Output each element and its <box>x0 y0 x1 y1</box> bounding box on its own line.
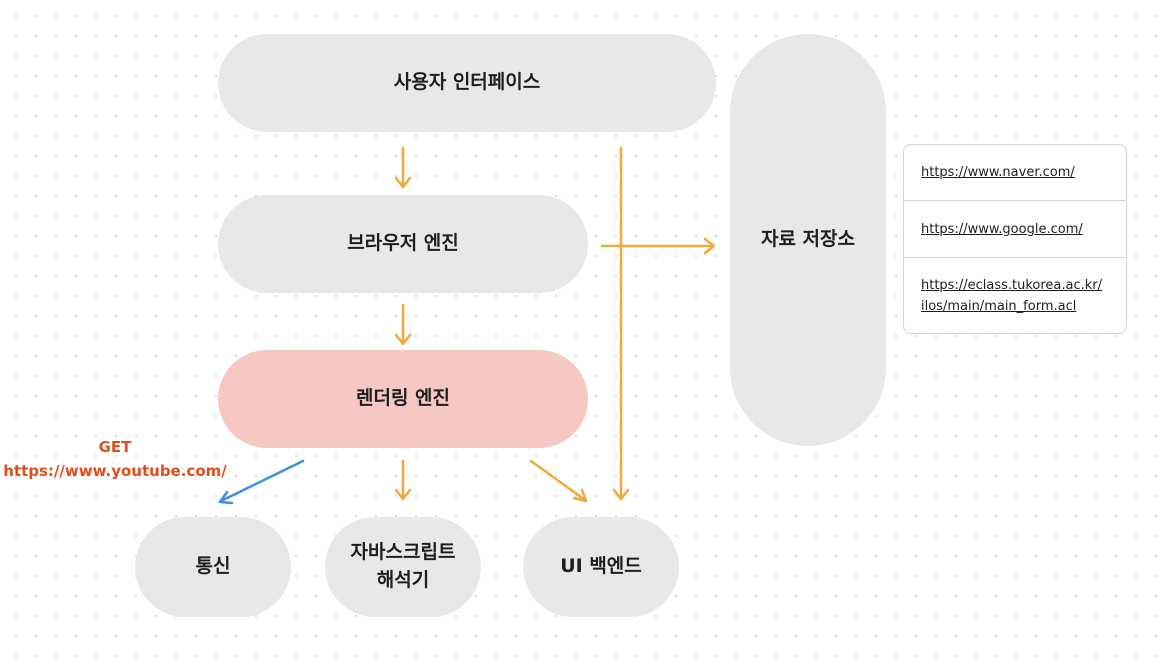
arrowhead-rendering-to-js <box>394 488 412 501</box>
arrow-rendering-to-networking <box>219 459 305 503</box>
storage-url-list: https://www.naver.com/ https://www.googl… <box>903 144 1127 334</box>
js-interpreter-node: 자바스크립트 해석기 <box>325 517 481 617</box>
http-method: GET <box>98 438 132 456</box>
ui-backend-node: UI 백엔드 <box>523 517 679 617</box>
data-storage-node: 자료 저장소 <box>730 34 886 446</box>
rendering-engine-node: 렌더링 엔진 <box>218 350 588 448</box>
request-url: https://www.youtube.com/ <box>3 462 227 480</box>
arrowhead-rendering-to-ui-backend <box>572 488 588 503</box>
url-link[interactable]: https://www.google.com/ <box>921 221 1083 237</box>
url-list-item[interactable]: https://www.naver.com/ <box>904 145 1126 201</box>
url-link[interactable]: https://www.naver.com/ <box>921 165 1075 180</box>
arrow-rendering-to-ui-backend <box>529 459 587 502</box>
url-list-item[interactable]: https://www.google.com/ <box>904 201 1126 258</box>
arrowhead-rendering-to-networking <box>218 490 234 505</box>
url-link[interactable]: https://eclass.tukorea.ac.kr/ ilos/main/… <box>921 277 1103 314</box>
url-list-item[interactable]: https://eclass.tukorea.ac.kr/ ilos/main/… <box>904 258 1126 333</box>
arrowhead-browser-to-rendering <box>394 333 412 346</box>
http-request-label: GET https://www.youtube.com/ <box>0 435 230 483</box>
arrowhead-browser-to-storage <box>703 237 716 255</box>
user-interface-node: 사용자 인터페이스 <box>218 34 716 132</box>
browser-engine-node: 브라우저 엔진 <box>218 195 588 293</box>
arrowhead-ui-to-browser <box>394 176 412 189</box>
networking-node: 통신 <box>135 517 291 617</box>
arrowhead-ui-to-ui-backend <box>612 488 630 501</box>
